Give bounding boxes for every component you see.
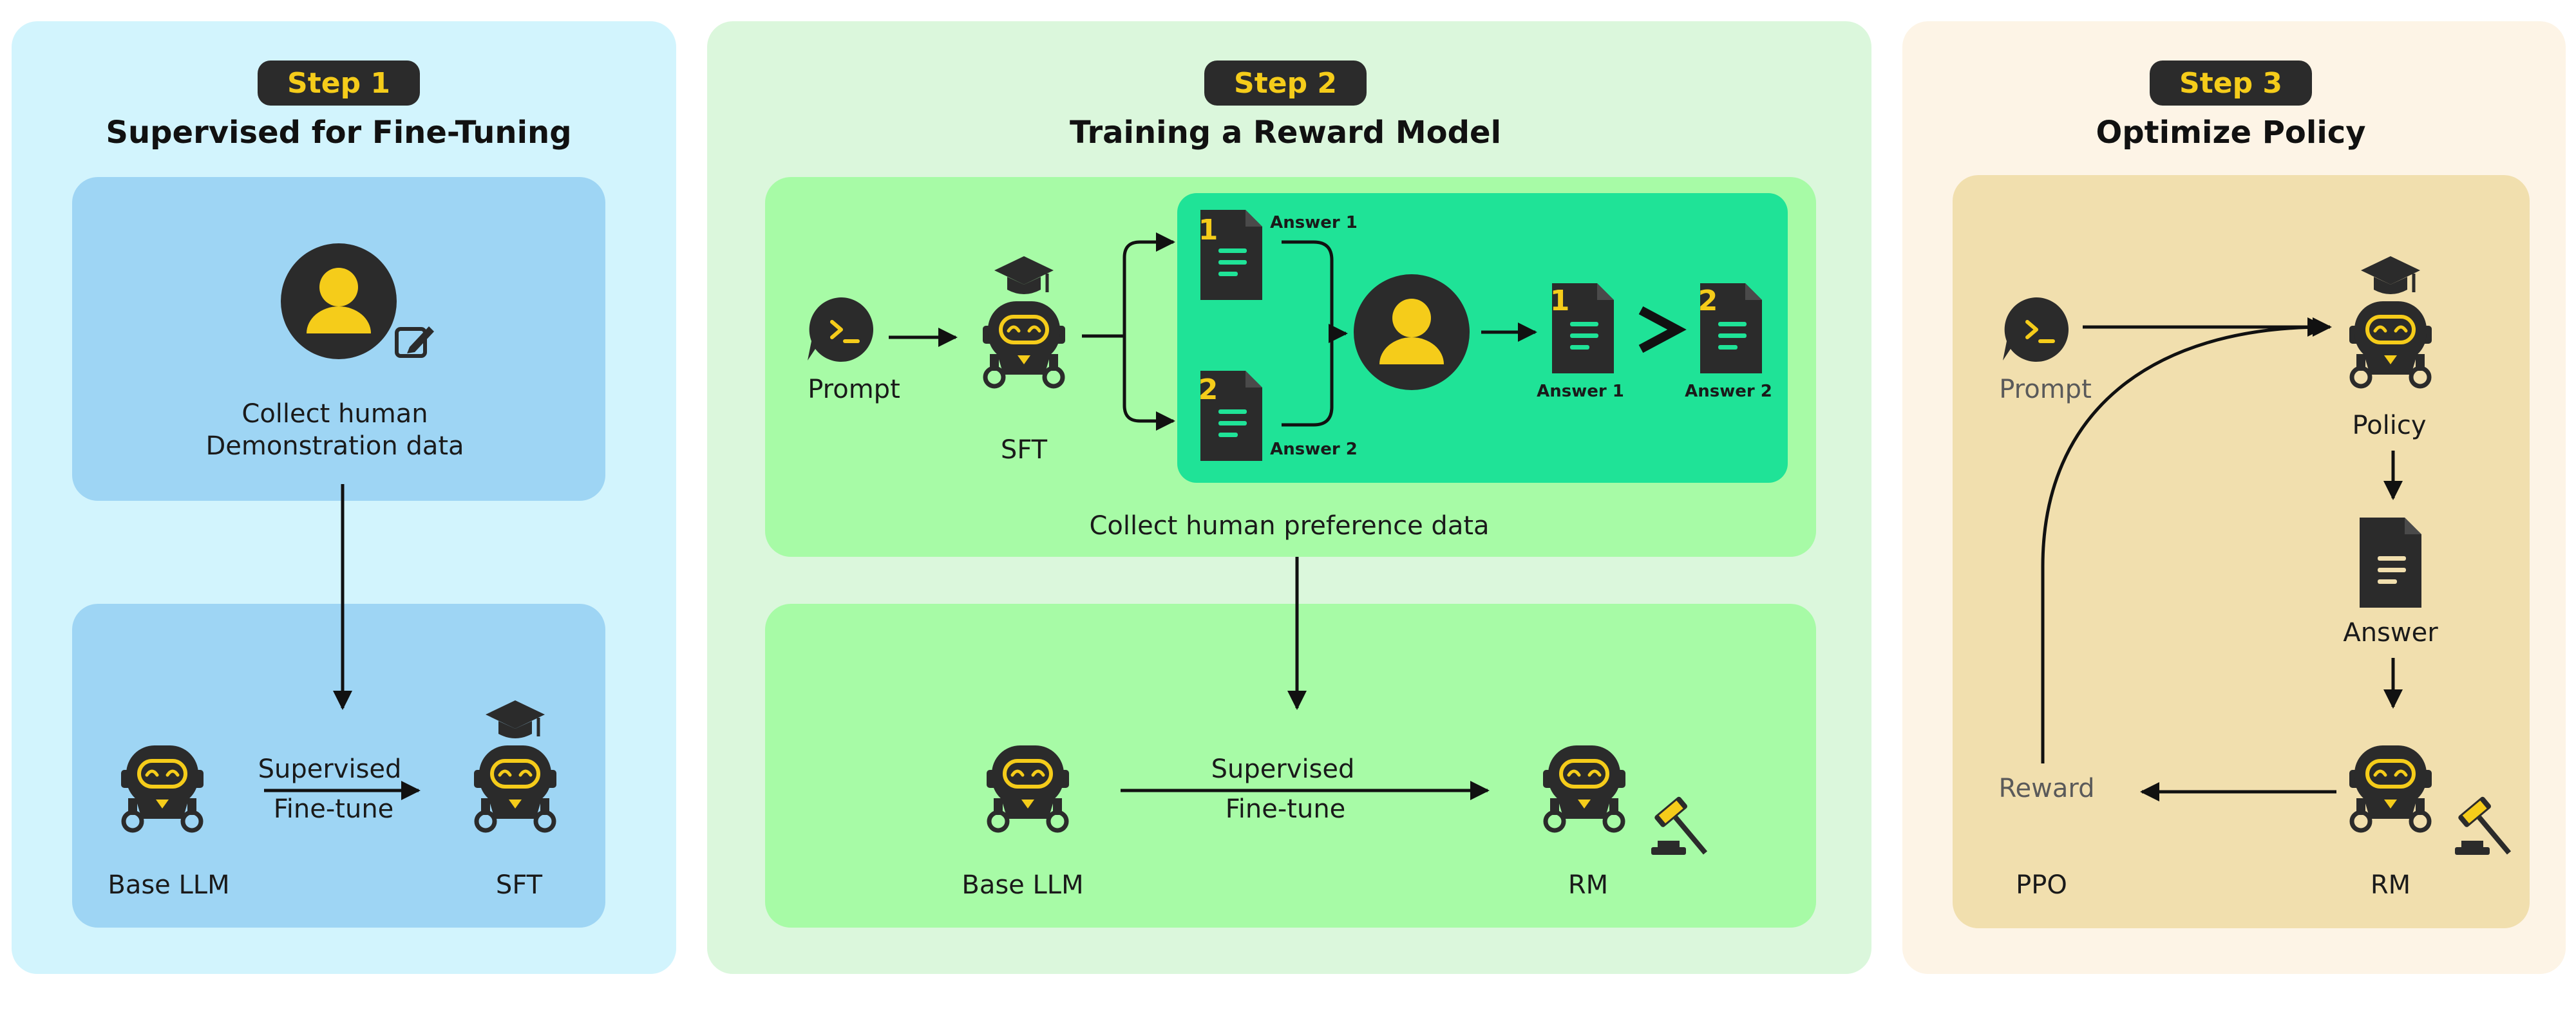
ranked-answer2-label: Answer 2: [1685, 382, 1772, 401]
step1-finetune-box: [72, 604, 605, 928]
step1-collect-line2: Demonstration data: [205, 431, 464, 461]
step2-arrow-line2: Fine-tune: [1226, 794, 1346, 824]
ranked-number2: 2: [1698, 285, 1718, 317]
step2-ranking-box: [1177, 193, 1788, 483]
step2-arrow-line1: Supervised: [1211, 754, 1355, 784]
step1-collect-line1: Collect human: [242, 399, 428, 429]
step1-badge-text: Step 1: [287, 67, 390, 100]
step2-rm-label: RM: [1568, 870, 1608, 900]
step2-badge-text: Step 2: [1234, 67, 1337, 100]
step3-ppo-box: [1953, 175, 2530, 928]
human-labeler-icon: [1354, 274, 1470, 390]
sft-split-path-lower: [1122, 336, 1175, 431]
step3-rm-label: RM: [2371, 870, 2410, 900]
step2-finetune-box: [765, 604, 1816, 928]
step3-badge: [2150, 61, 2312, 106]
step3-policy-label: Policy: [2352, 411, 2426, 440]
ranked-answer1-label: Answer 1: [1537, 382, 1624, 401]
answer1-label: Answer 1: [1270, 213, 1358, 232]
step1-base-label: Base LLM: [108, 870, 229, 900]
step3-reward-label: Reward: [1999, 774, 2095, 803]
step1-arrow-line1: Supervised: [258, 754, 402, 784]
answer2-number: 2: [1198, 373, 1218, 406]
sft-split-path: [1082, 232, 1175, 338]
human-annotator-icon: [281, 243, 397, 359]
ranked-number1: 1: [1550, 285, 1570, 317]
step1-badge: [258, 61, 420, 106]
step3-answer-label: Answer: [2343, 618, 2438, 648]
step3-title: Optimize Policy: [2096, 115, 2365, 151]
step2-panel: Step 2 Training a Reward Model Prompt SF…: [707, 21, 1871, 974]
step1-panel: Step 1 Supervised for Fine-Tuning Collec…: [12, 21, 676, 974]
step2-prompt-label: Prompt: [808, 375, 900, 404]
step2-title: Training a Reward Model: [1070, 115, 1501, 151]
greater-than-icon: [1638, 306, 1687, 353]
reward-to-policy-curve: [2041, 317, 2327, 763]
step1-title: Supervised for Fine-Tuning: [106, 115, 571, 151]
step3-badge-text: Step 3: [2179, 67, 2282, 100]
step2-collect-label: Collect human preference data: [1089, 511, 1489, 541]
answer1-number: 1: [1198, 214, 1218, 247]
step3-panel: Step 3 Optimize Policy Prompt Policy Ans…: [1902, 21, 2566, 974]
step1-sft-label: SFT: [496, 870, 543, 900]
step3-ppo-label: PPO: [2016, 870, 2067, 900]
step3-prompt-label: Prompt: [1999, 375, 2092, 404]
answer2-label: Answer 2: [1270, 440, 1358, 459]
step1-arrow-line2: Fine-tune: [274, 794, 394, 824]
answer-document-icon: [2360, 518, 2421, 608]
edit-icon: [395, 326, 434, 358]
step2-badge: [1204, 61, 1367, 106]
step2-base-label: Base LLM: [961, 870, 1083, 900]
step2-sft-label: SFT: [1001, 435, 1048, 465]
